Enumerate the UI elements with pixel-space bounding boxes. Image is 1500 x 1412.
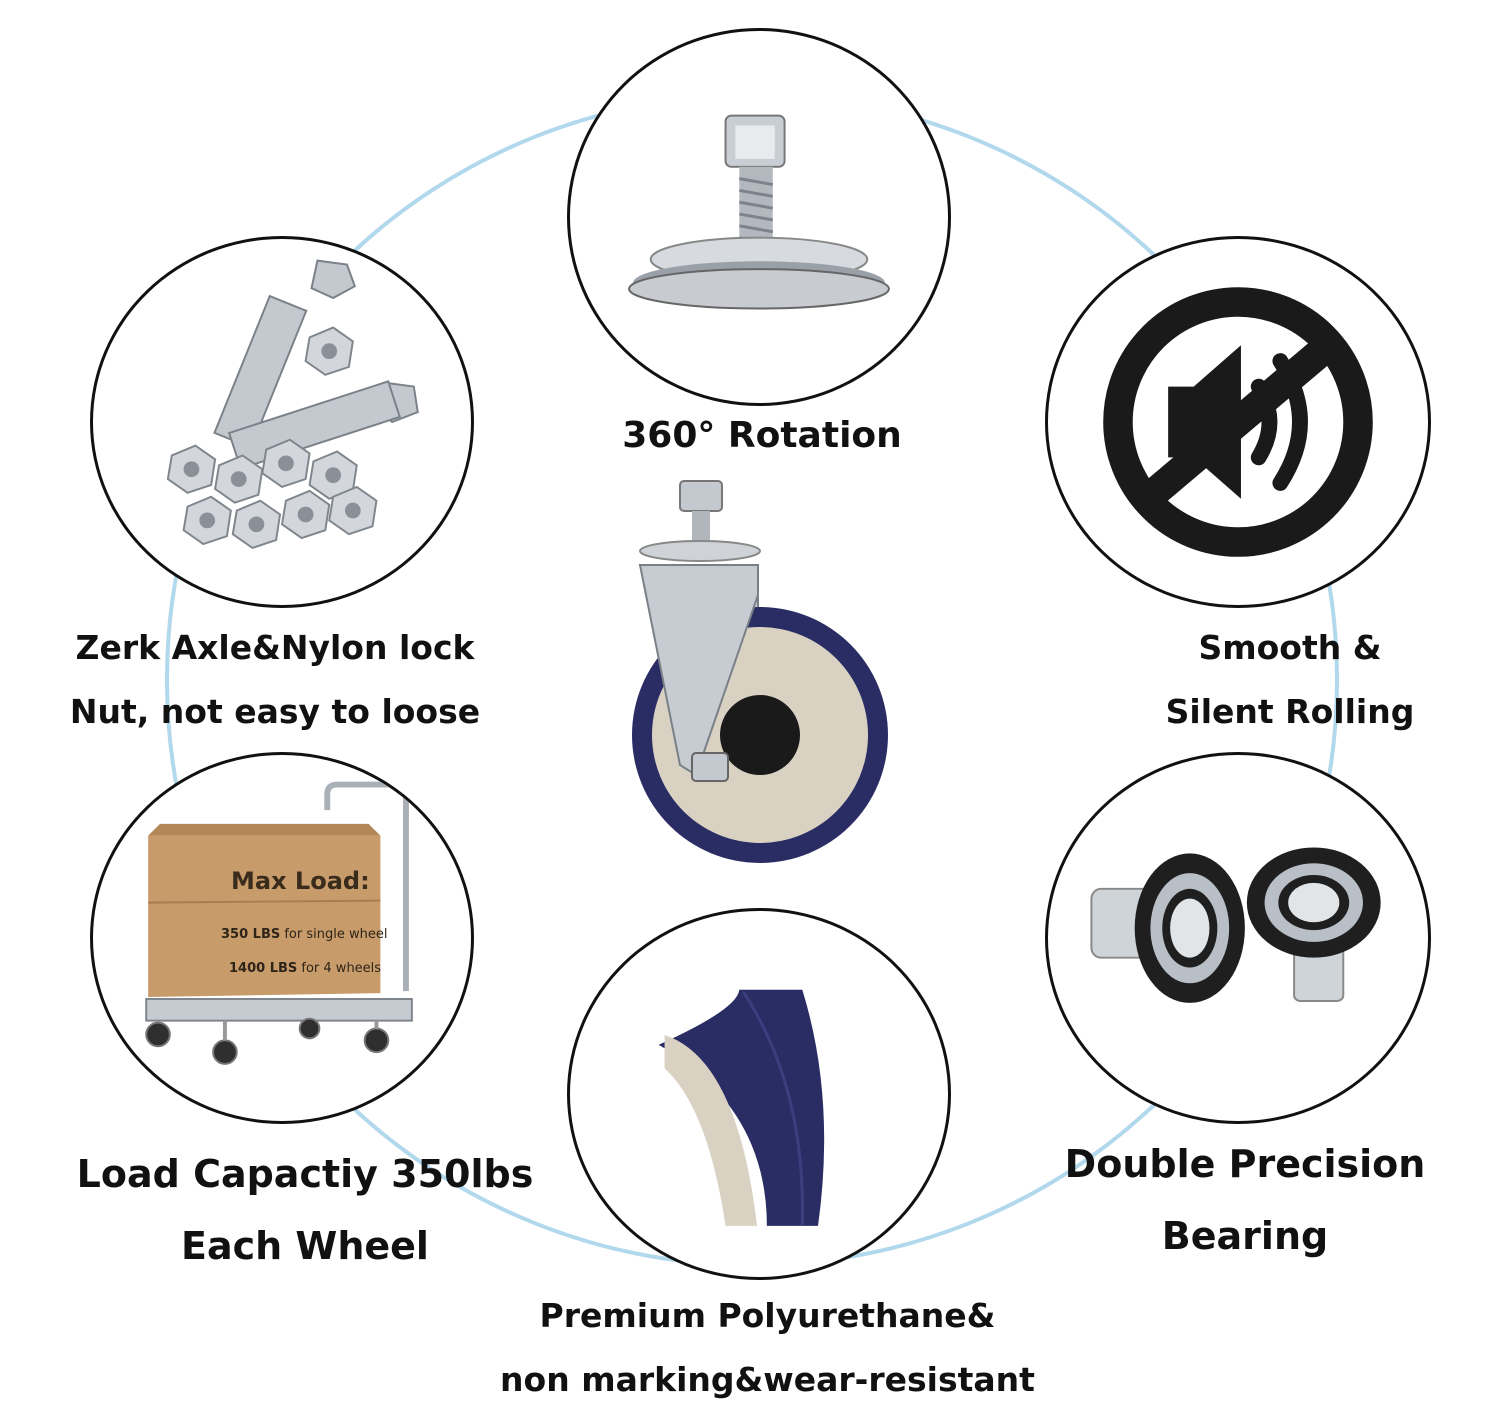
axle-label-line-1: Zerk Axle&Nylon lock bbox=[75, 628, 475, 667]
load-label-line-2: Each Wheel bbox=[181, 1224, 429, 1268]
load-circle: Max Load: 350 LBS for single wheel 1400 … bbox=[90, 752, 474, 1124]
caster-wheel-image bbox=[632, 480, 888, 863]
load-label-line-1: Load Capactiy 350lbs bbox=[76, 1152, 534, 1196]
bearing-label: Double Precision Bearing bbox=[1030, 1128, 1460, 1272]
box-line-1-rest: for single wheel bbox=[280, 927, 388, 942]
bearing-label-line-1: Double Precision bbox=[1064, 1142, 1426, 1186]
box-title: Max Load: bbox=[231, 867, 370, 895]
box-line-2: 1400 LBS for 4 wheels bbox=[229, 961, 381, 976]
rotation-label: 360° Rotation bbox=[567, 418, 957, 454]
silent-circle bbox=[1045, 236, 1431, 608]
bearing-icon bbox=[1090, 847, 1381, 1003]
load-label: Load Capactiy 350lbs Each Wheel bbox=[70, 1138, 540, 1282]
wheel-tread-icon bbox=[658, 989, 825, 1226]
no-sound-icon bbox=[1103, 287, 1373, 557]
rotation-circle bbox=[567, 28, 951, 406]
silent-label-line-2: Silent Rolling bbox=[1165, 692, 1415, 731]
cart-box-icon bbox=[145, 781, 413, 1065]
axle-label-line-2: Nut, not easy to loose bbox=[69, 692, 481, 731]
rotation-label-line: 360° Rotation bbox=[622, 415, 902, 456]
axle-label: Zerk Axle&Nylon lock Nut, not easy to lo… bbox=[60, 616, 490, 744]
box-line-2-rest: for 4 wheels bbox=[297, 961, 382, 976]
axle-circle bbox=[90, 236, 474, 608]
material-label: Premium Polyurethane& non marking&wear-r… bbox=[490, 1284, 1045, 1412]
silent-label-line-1: Smooth & bbox=[1198, 628, 1382, 667]
bolts-nuts-icon bbox=[166, 259, 419, 550]
box-line-1: 350 LBS for single wheel bbox=[221, 927, 387, 942]
material-label-line-2: non marking&wear-resistant bbox=[500, 1360, 1035, 1399]
box-line-2-bold: 1400 LBS bbox=[229, 961, 298, 976]
box-line-1-bold: 350 LBS bbox=[221, 927, 281, 942]
material-label-line-1: Premium Polyurethane& bbox=[539, 1296, 996, 1335]
bearing-label-line-2: Bearing bbox=[1161, 1214, 1329, 1258]
material-circle bbox=[567, 908, 951, 1280]
bearing-circle bbox=[1045, 752, 1431, 1124]
silent-label: Smooth & Silent Rolling bbox=[1140, 616, 1440, 744]
bolt-plate-icon bbox=[628, 114, 890, 310]
